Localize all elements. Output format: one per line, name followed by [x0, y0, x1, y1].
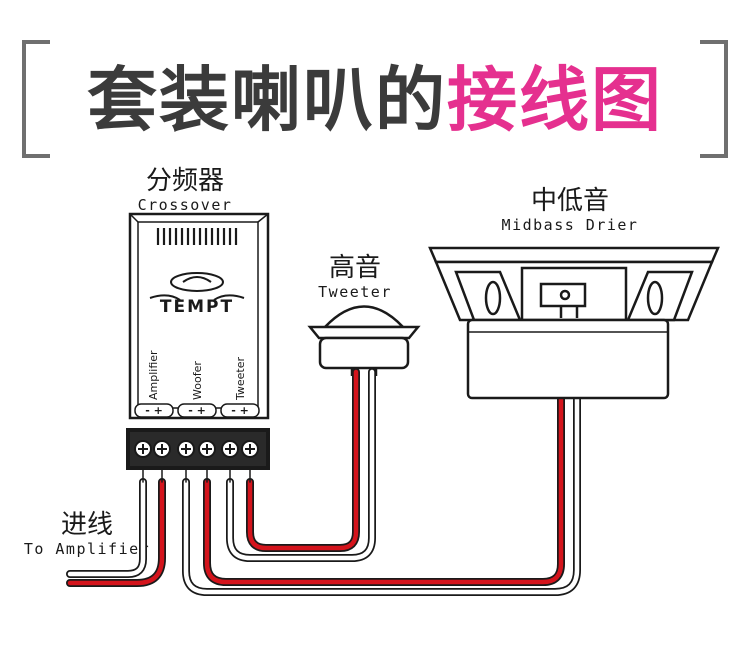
tweeter-label-zh: 高音 [328, 253, 381, 283]
input-wire-pair [66, 478, 166, 587]
channel-tweeter-label: Tweeter [234, 356, 247, 401]
tweeter-speaker [307, 305, 421, 376]
polarity-woofer: - + [188, 404, 206, 417]
polarity-boxes: - + - + - + [134, 403, 260, 418]
input-label: 进线 To Amplifier [22, 510, 152, 558]
right-bracket [700, 40, 728, 158]
crossover-label-zh: 分频器 [145, 166, 224, 196]
screw-slot-icon [157, 444, 167, 454]
crossover-label-en: Crossover [137, 196, 233, 214]
polarity-tweeter: - + [231, 404, 249, 417]
channel-amplifier-label: Amplifier [147, 350, 160, 400]
tweeter-wire-pair [226, 368, 376, 562]
tweeter-label-en: Tweeter [318, 283, 392, 301]
input-label-zh: 进线 [60, 510, 113, 540]
tweeter-label: 高音 Tweeter [300, 253, 410, 301]
crossover-unit: TEMPT Amplifier Woofer Tweeter - + - + -… [126, 212, 270, 470]
midbass-label: 中低音 Midbass Drier [480, 186, 660, 234]
screw-slot-icon [138, 444, 148, 454]
screw-slot-icon [225, 444, 235, 454]
midbass-label-zh: 中低音 [530, 186, 609, 216]
left-bracket [22, 40, 50, 158]
page-title: 套装喇叭的接线图 [0, 52, 750, 148]
screw-slot-icon [181, 444, 191, 454]
screw-slot-icon [202, 444, 212, 454]
input-label-en: To Amplifier [23, 540, 151, 558]
woofer-wire-pair [182, 314, 581, 596]
brand-wordmark: TEMPT [160, 297, 234, 317]
midbass-label-en: Midbass Drier [501, 216, 639, 234]
polarity-amplifier: - + [145, 404, 163, 417]
title-part-dark: 套装喇叭的 [87, 59, 447, 141]
brand-logo [149, 272, 245, 301]
wires [66, 314, 581, 596]
wire-tips [142, 469, 251, 483]
terminal-screws [134, 440, 259, 458]
heatsink-fins [156, 228, 238, 245]
title-part-accent: 接线图 [447, 59, 663, 141]
crossover-label: 分频器 Crossover [120, 166, 250, 214]
screw-slot-icon [245, 444, 255, 454]
midbass-speaker [428, 246, 720, 400]
channel-woofer-label: Woofer [191, 361, 204, 400]
